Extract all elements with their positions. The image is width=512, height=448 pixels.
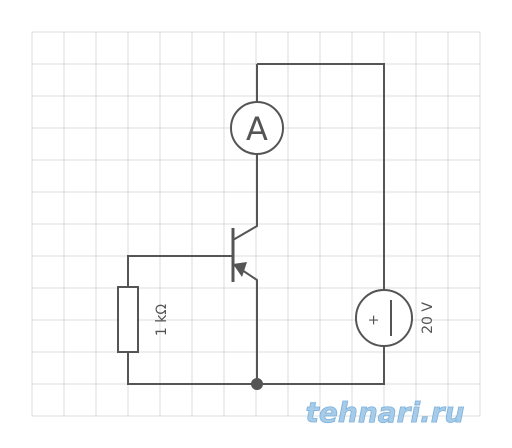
source-label: 20 V <box>420 302 436 334</box>
resistor-label: 1 kΩ <box>154 304 170 336</box>
voltage-source: + 20 V <box>355 289 436 347</box>
wire-ammeter-to-collector <box>232 154 258 241</box>
wire-top <box>257 63 385 290</box>
junction-dot <box>251 378 263 390</box>
wire-emitter <box>232 263 258 384</box>
ammeter: A <box>230 101 284 155</box>
transistor <box>231 228 247 282</box>
ammeter-symbol: A <box>246 110 268 148</box>
watermark: tehnari.ru <box>306 396 465 429</box>
wire-base <box>127 255 233 287</box>
ammeter-circle <box>230 101 284 155</box>
resistor-body <box>117 286 139 353</box>
source-plus: + <box>366 314 382 326</box>
resistor: 1 kΩ <box>117 286 170 353</box>
source-circle <box>355 289 413 347</box>
emitter-arrow <box>233 262 247 277</box>
